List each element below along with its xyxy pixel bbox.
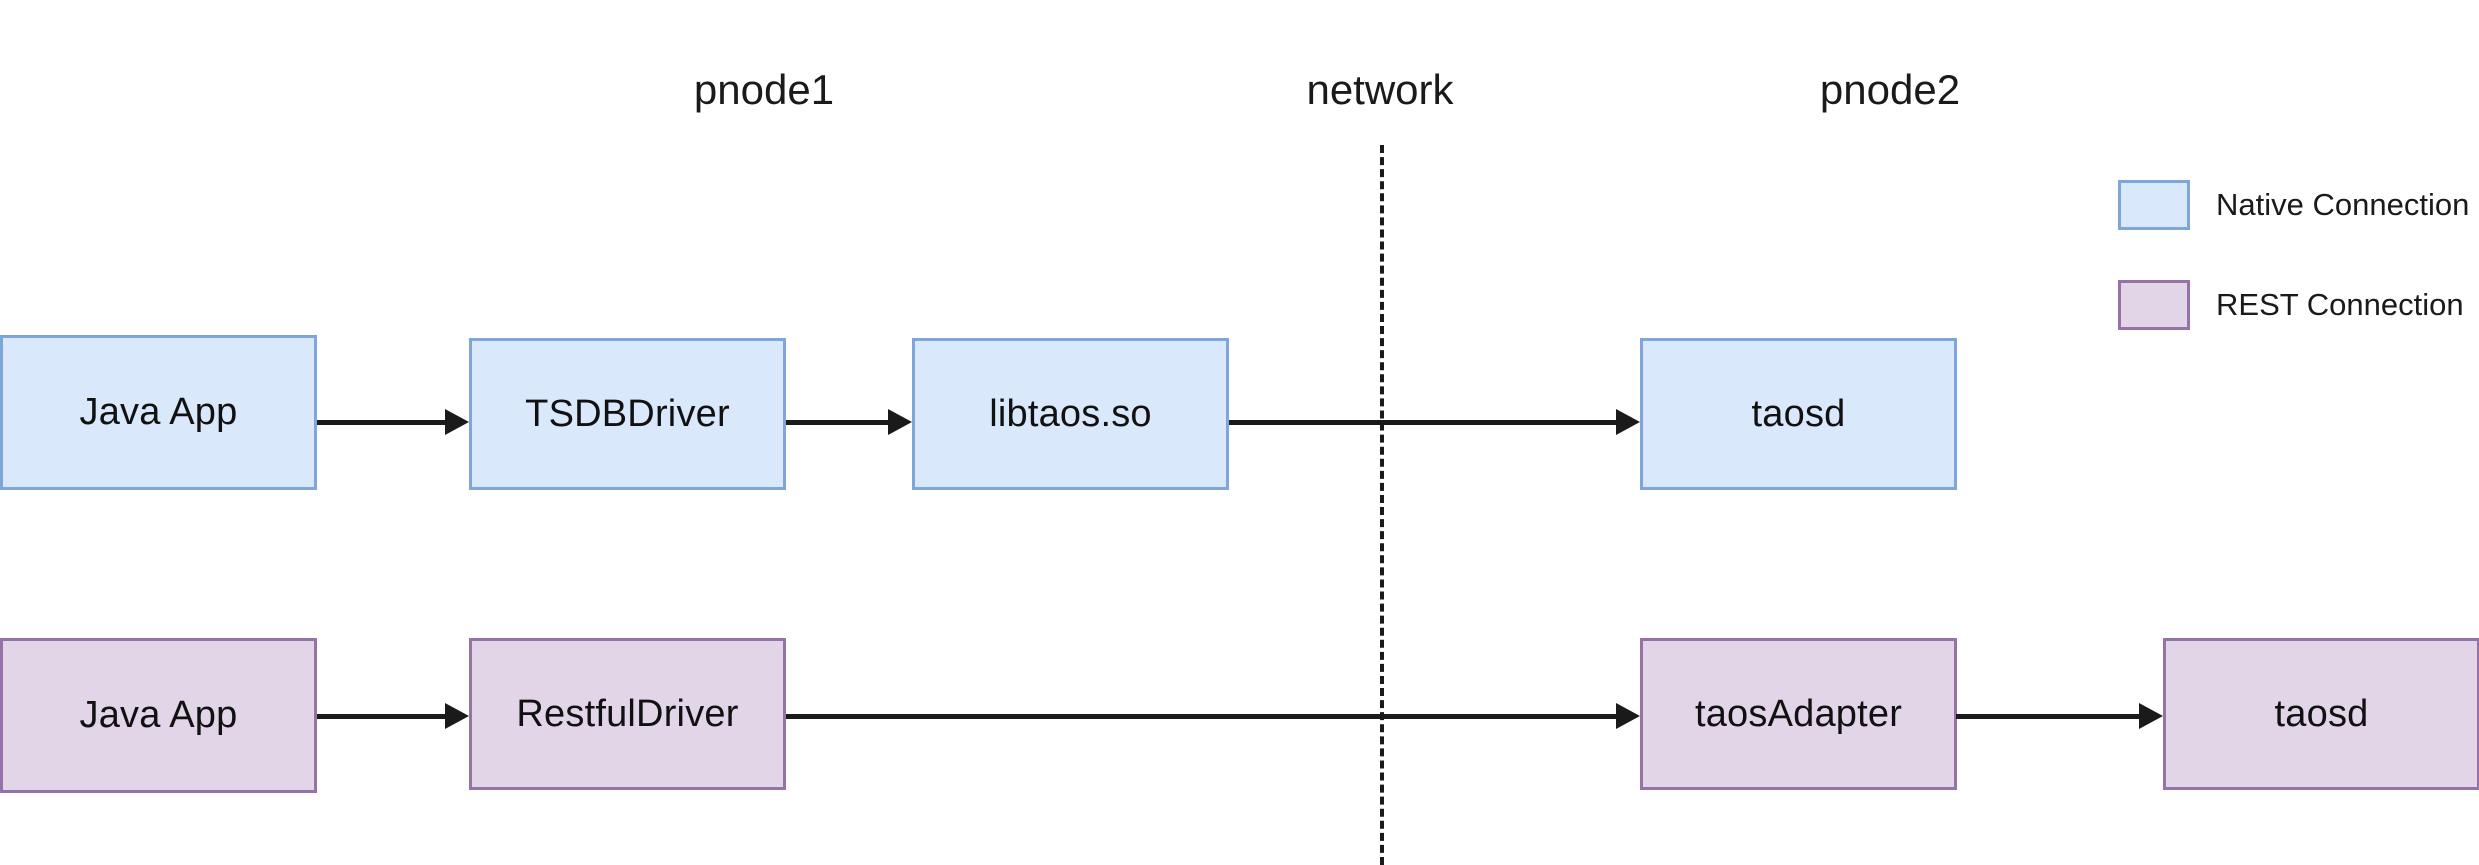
edge-native-tsdbdriver-to-libtaos <box>786 420 888 425</box>
node-label: Java App <box>79 391 238 433</box>
edge-rest-taosadapter-to-taosd <box>1956 714 2139 719</box>
legend-label-native: Native Connection <box>2216 187 2470 222</box>
node-rest-java-app[interactable]: Java App <box>0 638 317 793</box>
node-label: taosd <box>2274 692 2369 735</box>
node-label: TSDBDriver <box>525 392 730 435</box>
node-native-taosd[interactable]: taosd <box>1640 338 1957 490</box>
edge-native-libtaos-to-taosd <box>1229 420 1616 425</box>
legend-swatch-rest-icon <box>2118 280 2190 330</box>
legend-label-rest: REST Connection <box>2216 287 2464 322</box>
arrowhead-rest-restfuldriver <box>445 703 469 729</box>
zone-label-network: network <box>1306 66 1454 113</box>
node-native-libtaos-so[interactable]: libtaos.so <box>912 338 1229 490</box>
legend-item-rest: REST Connection <box>2118 280 2464 330</box>
arrowhead-native-tsdbdriver <box>445 409 469 435</box>
zone-label-pnode1: pnode1 <box>693 66 835 113</box>
node-rest-taosadapter[interactable]: taosAdapter <box>1640 638 1957 790</box>
arrowhead-rest-taosd <box>2139 703 2163 729</box>
arrowhead-native-libtaos <box>888 409 912 435</box>
arrowhead-native-taosd <box>1616 409 1640 435</box>
edge-rest-javaapp-to-restfuldriver <box>317 714 445 719</box>
arrowhead-rest-taosadapter <box>1616 703 1640 729</box>
edge-rest-restfuldriver-to-taosadapter <box>786 714 1616 719</box>
node-label: RestfulDriver <box>516 692 739 735</box>
legend-item-native: Native Connection <box>2118 180 2469 230</box>
network-boundary-line <box>1380 145 1384 865</box>
edge-native-javaapp-to-tsdbdriver <box>317 420 445 425</box>
node-label: libtaos.so <box>989 392 1152 435</box>
node-native-java-app[interactable]: Java App <box>0 335 317 490</box>
node-label: taosd <box>1751 392 1846 435</box>
node-rest-taosd[interactable]: taosd <box>2163 638 2479 790</box>
legend-swatch-native-icon <box>2118 180 2190 230</box>
node-label: taosAdapter <box>1694 692 1903 735</box>
node-label: Java App <box>79 694 238 736</box>
node-native-tsdbdriver[interactable]: TSDBDriver <box>469 338 786 490</box>
zone-label-pnode2: pnode2 <box>1819 66 1961 113</box>
node-rest-restfuldriver[interactable]: RestfulDriver <box>469 638 786 790</box>
